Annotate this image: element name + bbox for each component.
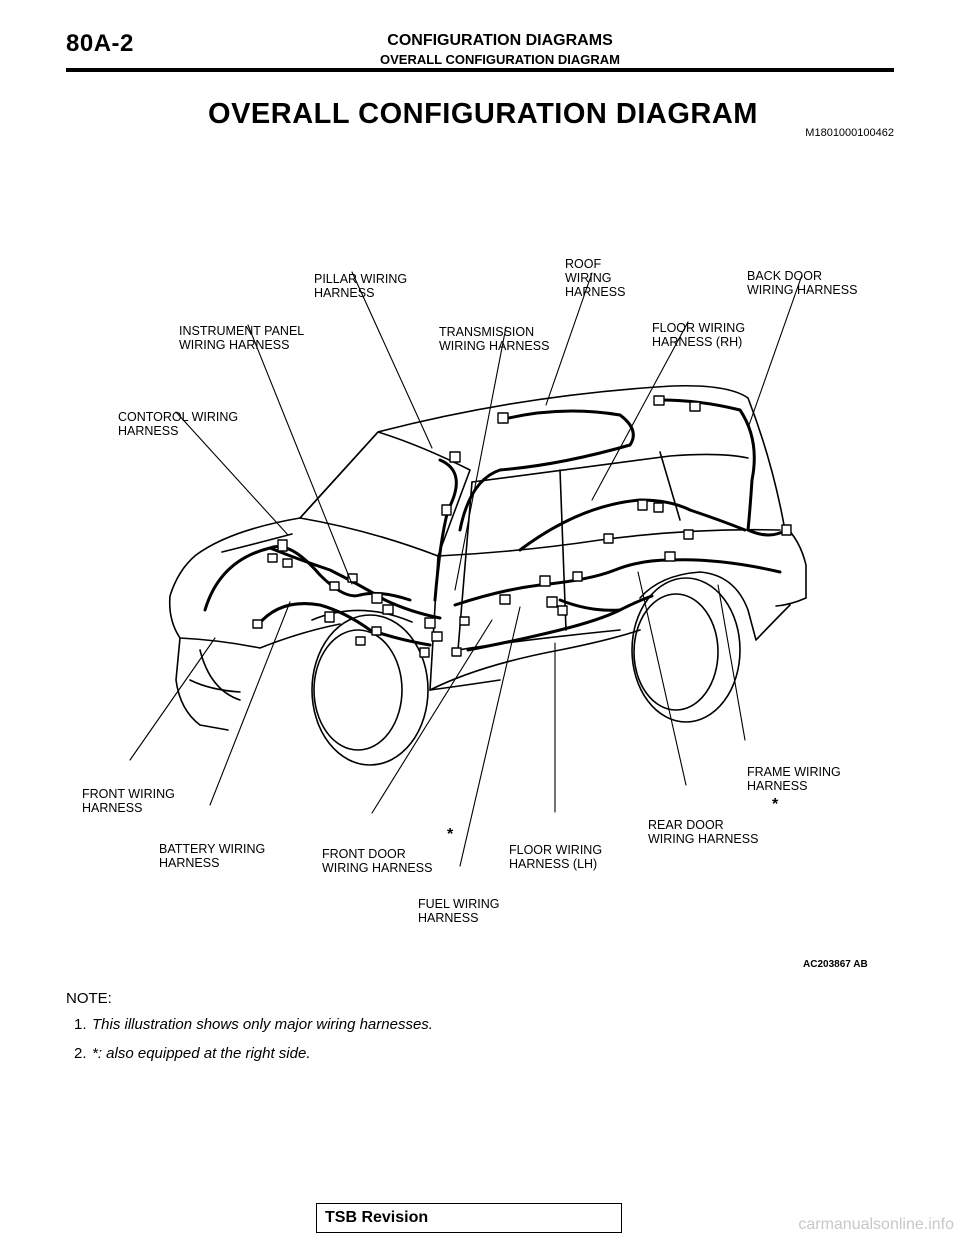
note-item: 2.*: also equipped at the right side.: [74, 1045, 311, 1062]
header-title: CONFIGURATION DIAGRAMS: [387, 32, 613, 49]
tsb-revision-box: TSB Revision: [316, 1203, 622, 1233]
watermark: carmanualsonline.info: [798, 1216, 954, 1233]
rear-door-star-mark: *: [772, 796, 779, 813]
vehicle-body: [168, 384, 807, 731]
header-rule: [66, 68, 894, 72]
front-door-star-mark: *: [447, 826, 454, 843]
note-heading: NOTE:: [66, 990, 112, 1007]
figure-id: AC203867 AB: [803, 959, 868, 970]
harness-lines: [203, 398, 788, 652]
page-title: OVERALL CONFIGURATION DIAGRAM: [208, 98, 758, 130]
front-wheel: [311, 609, 429, 766]
section-number: 80A-2: [66, 30, 134, 57]
leader-lines: [129, 271, 803, 867]
tsb-revision-label: TSB Revision: [325, 1209, 429, 1226]
harness-connectors: [252, 395, 792, 658]
header-subtitle: OVERALL CONFIGURATION DIAGRAM: [379, 52, 620, 67]
document-id: M1801000100462: [805, 127, 894, 139]
note-item: 1.This illustration shows only major wir…: [74, 1016, 433, 1033]
